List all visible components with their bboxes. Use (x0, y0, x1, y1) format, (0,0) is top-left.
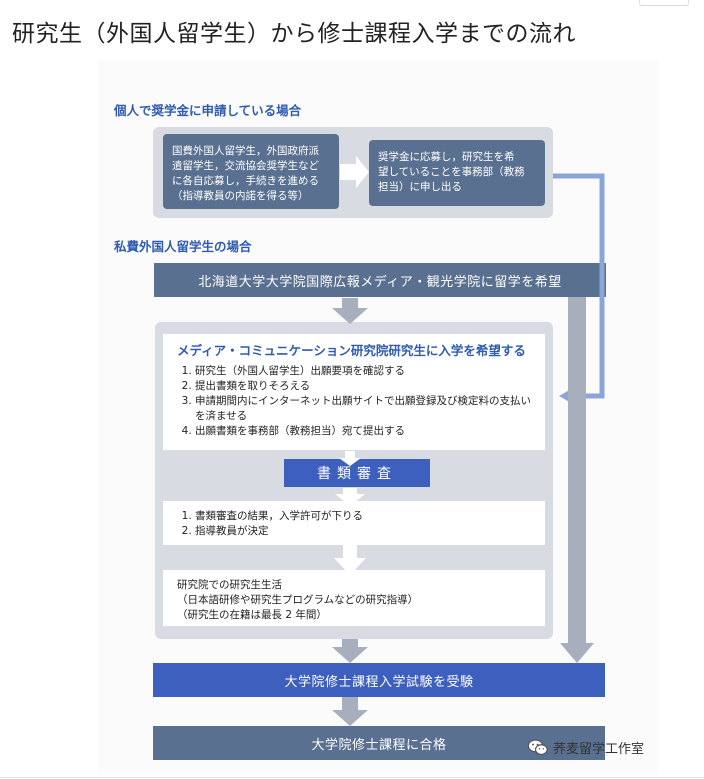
apply-step: 提出書類を取りそろえる (195, 379, 531, 394)
corner-tab (639, 0, 689, 6)
watermark-text: 荞麦留学工作室 (553, 742, 645, 757)
life-card: 研究院での研究生生活 （日本語研修や研究生プログラムなどの研究指導） （研究生の… (163, 570, 545, 626)
bottom-divider (0, 777, 704, 778)
apply-card-heading: メディア・コミュニケーション研究院研究生に入学を希望する (177, 343, 526, 358)
exam-bar: 大学院修士課程入学試験を受験 (153, 663, 605, 697)
life-line: （研究生の在籍は最長 2 年間） (177, 609, 327, 621)
apply-step: 研究生（外国人留学生）出願要項を確認する (195, 364, 531, 379)
life-line: （日本語研修や研究生プログラムなどの研究指導） (177, 594, 419, 606)
scholarship-section-label: 個人で奨学金に申請している場合 (114, 103, 302, 118)
private-section-label: 私費外国人留学生の場合 (114, 239, 252, 254)
life-line: 研究院での研究生生活 (177, 579, 282, 591)
result-steps-list: 書類審査の結果，入学許可が下りる 指導教員が決定 (177, 509, 531, 539)
watermark: 荞麦留学工作室 (528, 738, 644, 757)
wechat-icon (528, 739, 548, 756)
result-step: 書類審査の結果，入学許可が下りる (195, 509, 531, 524)
apply-white-arrow (339, 451, 361, 466)
right-down-shaft (568, 297, 586, 643)
apply-card: メディア・コミュニケーション研究院研究生に入学を希望する 研究生（外国人留学生）… (163, 334, 545, 450)
scholarship-right-box: 奨学金に応募し，研究生を希 望していることを事務部（教務 担当）に申し出る (369, 140, 545, 206)
scholarship-connector-line (553, 173, 605, 399)
hope-down-arrow (332, 298, 368, 324)
result-card: 書類審査の結果，入学許可が下りる 指導教員が決定 (163, 501, 545, 545)
page-title: 研究生（外国人留学生）から修士課程入学までの流れ (12, 21, 576, 47)
apply-step: 出願書類を事務部（教務担当）宛て提出する (195, 424, 531, 439)
panel-down-arrow (332, 639, 368, 663)
right-down-head (560, 643, 594, 663)
scholarship-left-box: 国費外国人留学生，外国政府派 遣留学生，交流協会奨学生など に各自応募し，手続き… (163, 134, 339, 209)
apply-steps-list: 研究生（外国人留学生）出願要項を確認する 提出書類を取りそろえる 申請期間内にイ… (177, 364, 531, 439)
scholarship-white-arrow (340, 156, 369, 188)
exam-down-arrow (332, 697, 368, 726)
review-white-arrow (335, 488, 365, 506)
review-label: 書類審査 (284, 459, 430, 487)
apply-step: 申請期間内にインターネット出願サイトで出願登録及び検定料の支払いを済ませる (195, 394, 531, 424)
result-white-arrow (334, 545, 366, 575)
result-step: 指導教員が決定 (195, 524, 531, 539)
hope-bar: 北海道大学大学院国際広報メディア・観光学院に留学を希望 (154, 263, 606, 297)
